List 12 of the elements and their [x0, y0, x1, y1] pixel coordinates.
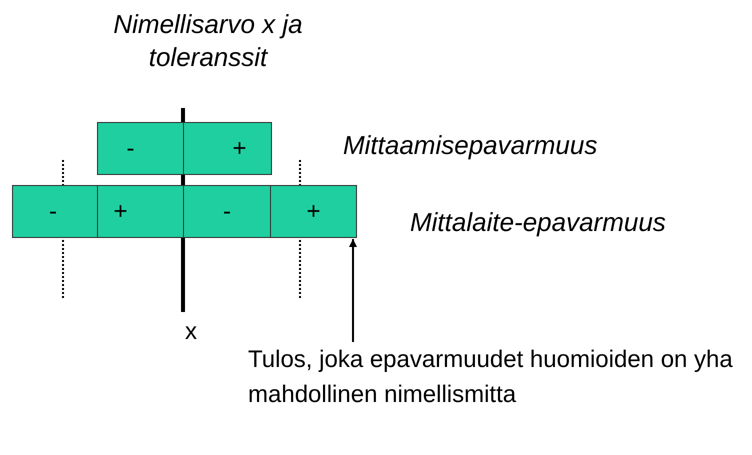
- tolerance-box: +: [183, 122, 272, 175]
- axis-value-label: x: [185, 317, 197, 347]
- row-label: Mittaamisepavarmuus: [343, 130, 598, 161]
- tolerance-box: -: [183, 185, 271, 238]
- arrow: [349, 239, 357, 342]
- tolerance-box: -: [97, 122, 184, 175]
- tolerance-box: -: [12, 185, 98, 238]
- title-text: Nimellisarvo x ja toleranssit: [112, 8, 304, 74]
- row-label: Mittalaite-epavarmuus: [410, 207, 666, 238]
- tolerance-box: +: [97, 185, 184, 238]
- tolerance-box: +: [270, 185, 357, 238]
- result-text: Tulos, joka epavarmuudet huomioiden on yha mahdollinen nimellismitta: [248, 342, 743, 450]
